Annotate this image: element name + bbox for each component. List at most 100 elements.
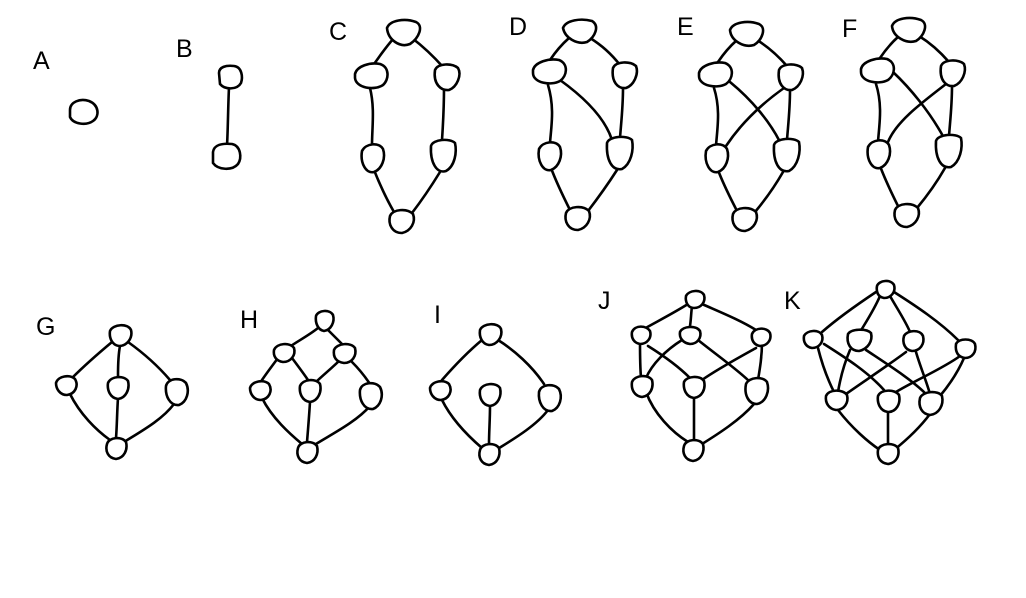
diagram-h-node-6 [358, 381, 384, 411]
diagram-e-edge [724, 86, 786, 148]
diagram-d-node-1 [561, 18, 598, 44]
diagram-f-edge [947, 84, 954, 138]
diagram-f-edge [886, 82, 948, 144]
diagram-h-edge [314, 404, 372, 446]
diagram-g-node-4 [164, 377, 190, 407]
diagram-j-node-4 [750, 327, 772, 348]
diagram-f-edge [874, 82, 882, 144]
diagram-b-label: B [176, 35, 193, 63]
diagram-e-label: E [677, 13, 694, 41]
diagram-k-node-2 [802, 329, 824, 350]
diagram-k-edge [888, 294, 912, 334]
diagram-f-node-2 [859, 57, 896, 84]
diagram-h-node-5 [298, 378, 322, 404]
diagram-h-node-1 [314, 309, 335, 333]
diagram-k-node-1 [875, 279, 896, 300]
diagram-c-node-3 [433, 63, 461, 92]
diagram-e-node-3 [777, 63, 805, 92]
diagram-k-edge [894, 354, 962, 394]
diagram-i-node-5 [478, 442, 501, 467]
diagram-j-node-7 [744, 376, 770, 406]
diagram-b: B [176, 35, 244, 171]
diagram-c-node-1 [385, 18, 422, 47]
diagram-f: F [842, 15, 967, 229]
diagram-i-edge [494, 408, 550, 452]
diagram-k-node-7 [876, 389, 901, 414]
diagram-k-node-8 [918, 390, 944, 417]
diagram-e-node-4 [704, 143, 730, 174]
diagram-c-edge [372, 36, 396, 66]
diagram-e-node-6 [731, 206, 759, 233]
diagram-h-edge [290, 356, 310, 382]
diagram-b-node-1 [217, 64, 244, 90]
diagram-c-edge [440, 86, 446, 142]
diagram-b-node-2 [211, 142, 242, 171]
diagram-k-node-9 [876, 442, 900, 466]
diagram-j-edge [644, 390, 690, 444]
diagram-k-edge [836, 408, 882, 452]
diagram-h-node-3 [332, 342, 357, 365]
diagram-d-node-2 [531, 58, 568, 85]
diagram-f-node-5 [934, 133, 963, 169]
diagram-h-node-2 [272, 342, 296, 364]
diagram-d-node-5 [605, 135, 634, 171]
diagram-a-node-1 [68, 98, 99, 126]
diagram-k-edge [892, 290, 960, 342]
diagram-j-edge [700, 302, 758, 332]
diagram-i-node-3 [478, 382, 502, 408]
diagram-a-label: A [33, 47, 50, 75]
diagram-j: J [598, 287, 772, 463]
diagram-a: A [33, 47, 99, 126]
diagram-h-edge [350, 360, 372, 386]
diagram-j-label: J [598, 287, 611, 315]
diagram-c-node-4 [360, 143, 386, 174]
diagram-i-edge [496, 338, 546, 386]
diagram-i: I [428, 301, 563, 467]
diagram-e-edge [712, 86, 720, 148]
diagram-j-edge [644, 338, 684, 380]
diagram-j-node-5 [630, 374, 654, 399]
diagram-d-edge [588, 36, 622, 67]
diagram-c-edge [368, 86, 375, 147]
diagram-g-node-5 [105, 436, 128, 461]
diagram-k-edge [836, 348, 852, 394]
diagram-i-node-4 [537, 383, 563, 413]
diagram-k-edge [822, 342, 886, 392]
diagram-d-label: D [509, 13, 527, 41]
diagram-j-edge [696, 338, 752, 384]
diagram-d-edge [586, 168, 619, 213]
diagram-c-edge [410, 170, 442, 215]
diagram-k: K [784, 279, 977, 466]
diagram-h-label: H [240, 306, 258, 334]
diagram-k-label: K [784, 287, 801, 315]
diagram-k-node-3 [846, 328, 873, 353]
diagram-c-node-6 [388, 208, 416, 235]
diagram-k-edge [892, 412, 932, 452]
diagram-k-edge [816, 346, 836, 394]
diagram-j-edge [756, 340, 764, 382]
diagram-j-edge [638, 340, 643, 380]
diagram-k-edge [938, 356, 966, 398]
diagram-j-node-1 [684, 289, 706, 310]
diagram-e-node-1 [728, 20, 765, 47]
diagram-d-edge [549, 166, 572, 212]
diagram-g-edge [114, 396, 120, 440]
diagram-i-node-1 [478, 322, 503, 347]
diagram-e-edge [716, 38, 739, 64]
diagram-f-node-4 [866, 139, 892, 170]
diagram-i-edge [487, 404, 492, 446]
diagram-i-label: I [434, 301, 441, 329]
diagram-f-label: F [842, 15, 857, 43]
diagram-j-edge [700, 346, 758, 382]
diagram-g-edge [122, 402, 176, 444]
diagram-d-node-3 [611, 61, 639, 90]
diagram-d: D [509, 13, 639, 232]
diagram-k-node-6 [824, 389, 849, 412]
diagram-g-node-2 [54, 374, 78, 397]
diagram-j-node-6 [682, 375, 706, 400]
diagram-d-node-4 [537, 141, 563, 172]
diagram-e: E [677, 13, 805, 233]
diagram-i-edge [440, 398, 484, 450]
diagram-k-edge [914, 350, 932, 396]
diagram-c-edge [410, 36, 445, 69]
